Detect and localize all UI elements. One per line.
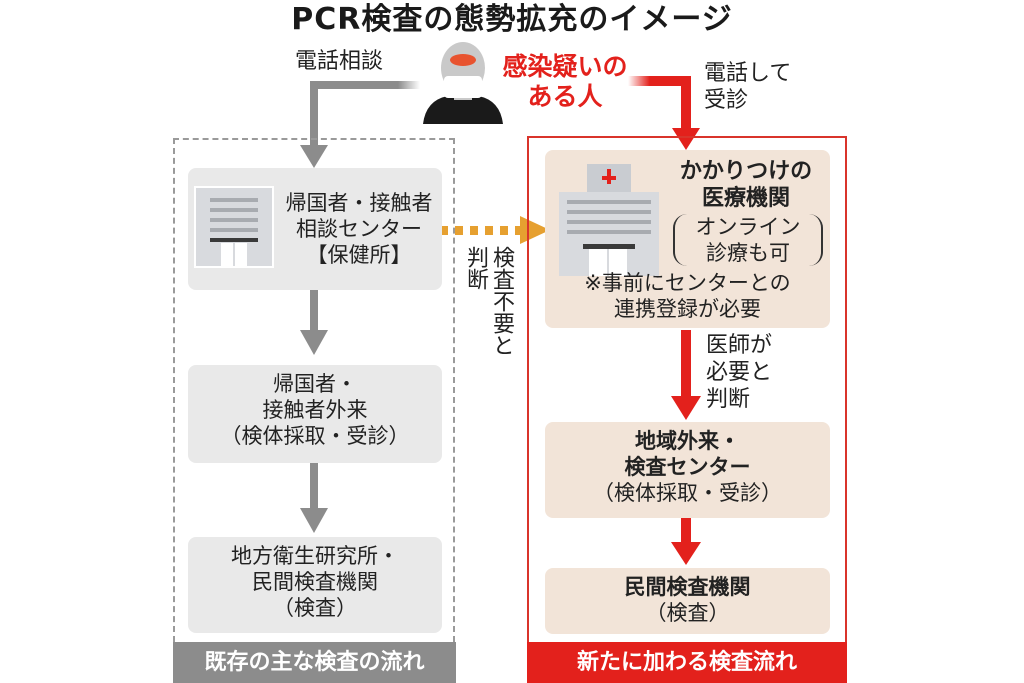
existing-flow-footer: 既存の主な検査の流れ xyxy=(173,642,456,683)
phone-consult-label: 電話相談 xyxy=(295,49,384,74)
red-connector-vertical xyxy=(681,76,691,132)
building-icon xyxy=(194,186,274,268)
online-consult-note: オンライン 診療も可 xyxy=(673,214,823,266)
person-label: 感染疑いの ある人 xyxy=(490,52,640,112)
card-line: 地方衛生研究所・ xyxy=(231,544,399,568)
family-doctor-card: かかりつけの 医療機関 オンライン 診療も可 ※事前にセンターとの 連携登録が必… xyxy=(545,150,830,328)
red-connector-2 xyxy=(681,330,691,400)
grey-connector-2 xyxy=(310,290,318,335)
private-lab-card: 民間検査機関 （検査） xyxy=(545,568,830,634)
phone-visit-label-line1: 電話して xyxy=(704,61,792,86)
card-line: 医療機関 xyxy=(701,186,790,211)
phone-visit-label: 電話して 受診 xyxy=(704,60,791,114)
card-line: 診療も可 xyxy=(706,241,790,265)
card-line: 接触者外来 xyxy=(262,398,368,422)
grey-arrowhead-3 xyxy=(300,508,328,533)
new-flow-footer: 新たに加わる検査流れ xyxy=(527,642,847,683)
person xyxy=(418,38,508,124)
existing-flow-box xyxy=(173,138,455,642)
consultation-center-text: 帰国者・接触者 相談センター 【保健所】 xyxy=(276,190,442,268)
card-line: オンライン xyxy=(695,215,801,239)
card-line: ※事前にセンターとの xyxy=(584,271,791,295)
page-title: PCR検査の態勢拡充のイメージ xyxy=(291,2,733,37)
registration-note: ※事前にセンターとの 連携登録が必要 xyxy=(545,270,830,322)
family-doctor-title: かかりつけの 医療機関 xyxy=(663,158,829,212)
no-test-needed-label: 検査不要と 判断 xyxy=(462,246,514,386)
doctor-label-line: 医師が xyxy=(706,333,773,358)
card-line: 【保健所】 xyxy=(306,243,412,267)
card-line: （検査） xyxy=(273,596,357,620)
card-line: 地域外来・ xyxy=(635,429,740,453)
hospital-icon xyxy=(559,164,659,276)
card-line: （検体採取・受診） xyxy=(220,424,410,448)
doctor-label-line: 必要と xyxy=(706,360,773,385)
masked-person-icon xyxy=(423,42,503,124)
red-connector-horizontal xyxy=(628,76,690,86)
grey-arrowhead-1 xyxy=(300,145,328,168)
card-line: かかりつけの xyxy=(679,159,813,184)
red-connector-3 xyxy=(681,518,691,548)
red-arrowhead-1 xyxy=(672,128,700,150)
new-flow-box xyxy=(527,136,847,642)
lab-card: 地方衛生研究所・ 民間検査機関 （検査） xyxy=(188,537,442,633)
grey-arrowhead-2 xyxy=(300,330,328,355)
doctor-judgment-label: 医師が 必要と 判断 xyxy=(706,332,772,413)
outpatient-card: 帰国者・ 接触者外来 （検体採取・受診） xyxy=(188,365,442,463)
card-line: 帰国者・接触者 xyxy=(285,191,433,215)
card-line: 相談センター xyxy=(296,217,422,241)
red-arrowhead-3 xyxy=(671,542,701,565)
card-line: 連携登録が必要 xyxy=(614,297,761,321)
consultation-center-card: 帰国者・接触者 相談センター 【保健所】 xyxy=(188,168,442,290)
card-line: 民間検査機関 xyxy=(252,570,378,594)
doctor-label-line: 判断 xyxy=(706,387,751,412)
regional-test-center-card: 地域外来・ 検査センター （検体採取・受診） xyxy=(545,422,830,518)
person-label-line2: ある人 xyxy=(527,82,603,111)
transfer-label-line1: 検査不要と xyxy=(489,246,514,356)
phone-visit-label-line2: 受診 xyxy=(704,88,749,113)
grey-connector-3 xyxy=(310,463,318,513)
card-line: 検査センター xyxy=(624,455,751,479)
transfer-label-line2: 判断 xyxy=(463,246,488,290)
person-label-line1: 感染疑いの xyxy=(502,52,628,81)
card-line: （検査） xyxy=(645,601,730,625)
red-arrowhead-2 xyxy=(671,396,701,420)
grey-connector-vertical xyxy=(310,81,318,149)
card-line: （検体採取・受診） xyxy=(593,481,782,505)
card-line: 民間検査機関 xyxy=(624,575,751,599)
card-line: 帰国者・ xyxy=(273,372,357,396)
grey-connector-horizontal xyxy=(310,81,420,89)
